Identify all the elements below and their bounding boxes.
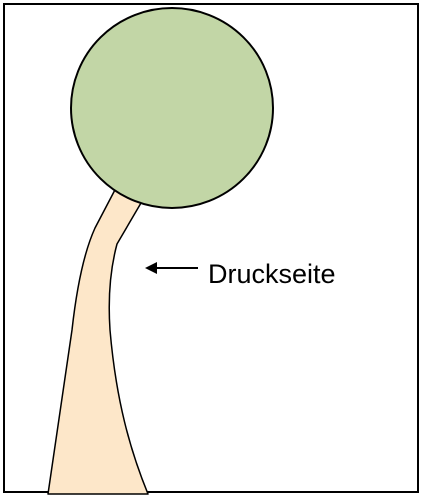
pressure-side-label: Druckseite	[208, 259, 336, 289]
plant-crown	[71, 8, 273, 208]
